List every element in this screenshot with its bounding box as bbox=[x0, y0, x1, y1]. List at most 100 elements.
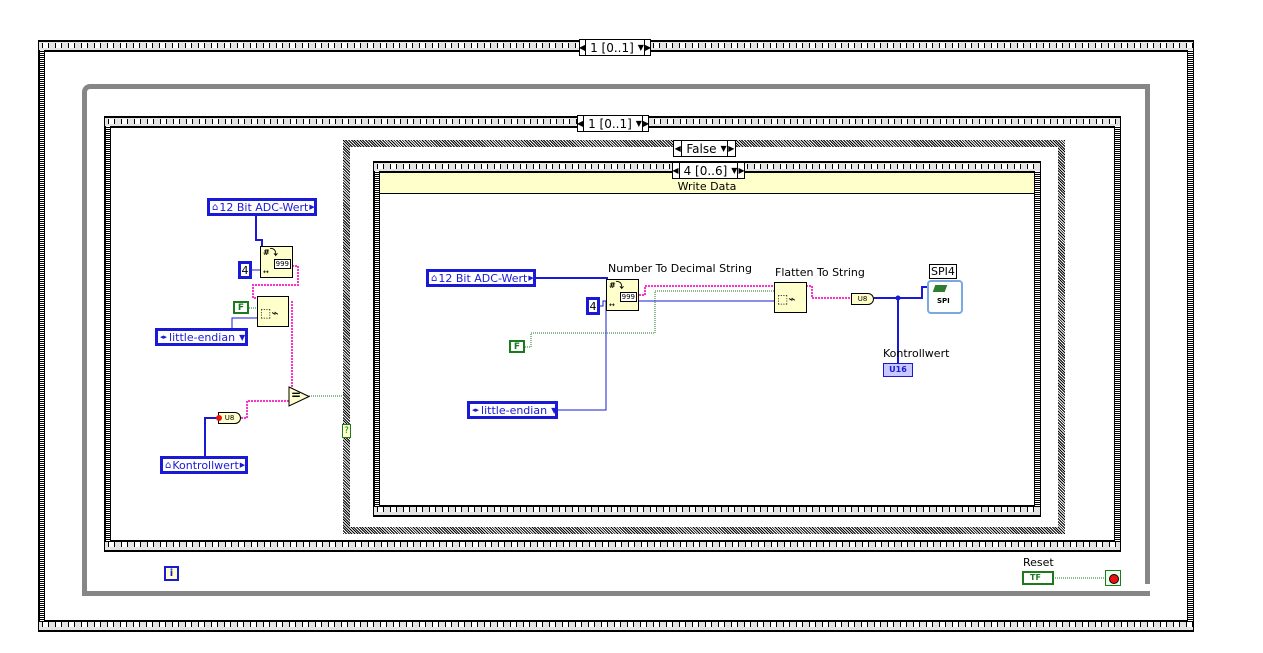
dropdown-arrow-icon[interactable]: ▼ bbox=[239, 332, 246, 342]
kontroll-local-label: Kontrollwert bbox=[172, 458, 239, 472]
outer-selector-label: 1 [0..1] bbox=[590, 40, 634, 55]
width-constant[interactable]: 4 bbox=[238, 261, 252, 279]
stacked-film-bottom bbox=[374, 505, 1040, 516]
endian-enum-constant-write[interactable]: ◂▸ little-endian ▼ bbox=[467, 401, 558, 419]
decrement-arrow-icon[interactable]: ◀ bbox=[577, 116, 585, 131]
wire-string bbox=[252, 265, 299, 299]
width-icon: ↔ bbox=[609, 301, 615, 309]
u8-label: U8 bbox=[857, 295, 868, 303]
wire-boolean bbox=[525, 290, 775, 348]
flatten-to-string-node[interactable]: ⬚⌁ bbox=[257, 296, 289, 327]
number-to-decimal-string-label: Number To Decimal String bbox=[608, 262, 752, 275]
increment-arrow-icon[interactable]: ▶ bbox=[643, 40, 651, 55]
boolean-constant-false-write[interactable]: F bbox=[509, 340, 525, 353]
stacked-selector-label: 4 [0..6] bbox=[683, 163, 728, 178]
stop-condition-terminal[interactable] bbox=[1105, 570, 1121, 586]
u16-label: U16 bbox=[889, 365, 907, 374]
tf-label: TF bbox=[1030, 573, 1041, 582]
width-constant-write[interactable]: 4 bbox=[586, 297, 600, 315]
wire-numeric bbox=[557, 300, 775, 411]
endian-enum-constant[interactable]: ◂▸ little-endian ▼ bbox=[155, 328, 248, 346]
decimal-glyph: 999 bbox=[273, 259, 291, 269]
endian-label: little-endian bbox=[169, 330, 236, 344]
boolean-constant-false[interactable]: F bbox=[233, 301, 249, 314]
right-arrow-icon: ▶ bbox=[309, 203, 315, 211]
outer-film-bottom bbox=[39, 620, 1193, 631]
equals-node[interactable]: = bbox=[288, 386, 311, 407]
u8-label: U8 bbox=[224, 414, 235, 422]
number-format-icon: #⤵ bbox=[263, 248, 278, 257]
decrement-arrow-icon[interactable]: ◀ bbox=[579, 40, 587, 55]
case-selector-label: False bbox=[686, 141, 717, 156]
iteration-terminal: i bbox=[164, 566, 179, 581]
adc-local-variable-write[interactable]: ⌂ 12 Bit ADC-Wert ▶ bbox=[426, 269, 536, 287]
equals-triangle-icon bbox=[288, 386, 311, 407]
spi-icon-text: SPI bbox=[937, 297, 950, 305]
house-icon: ⌂ bbox=[212, 201, 219, 213]
inner-sequence-selector[interactable]: ◀ 1 [0..1] ▼ ▶ bbox=[577, 115, 649, 132]
case-selector[interactable]: ◀ False ▼ ▶ bbox=[673, 140, 736, 157]
stop-icon bbox=[1109, 574, 1119, 584]
flatten-to-string-label: Flatten To String bbox=[775, 266, 865, 279]
flatten-icon: ⬚⌁ bbox=[260, 306, 279, 320]
wire-string bbox=[241, 400, 289, 419]
wire-numeric bbox=[231, 317, 258, 330]
adc-local-label: 12 Bit ADC-Wert bbox=[438, 271, 528, 285]
kontrollwert-indicator: U16 bbox=[883, 363, 913, 377]
enum-arrows-icon: ◂▸ bbox=[472, 406, 480, 414]
endian-label: little-endian bbox=[481, 403, 548, 417]
enum-arrows-icon: ◂▸ bbox=[160, 333, 168, 341]
kontrollwert-local-variable[interactable]: ⌂ Kontrollwert ▶ bbox=[160, 456, 248, 474]
coercion-dot bbox=[216, 415, 222, 421]
wire-numeric bbox=[874, 286, 929, 299]
iteration-symbol: i bbox=[169, 568, 174, 579]
stacked-sequence-selector[interactable]: ◀ 4 [0..6] ▼ ▶ bbox=[672, 162, 745, 179]
case-selector-terminal[interactable]: ? bbox=[342, 424, 351, 438]
inner-film-bottom bbox=[105, 540, 1120, 551]
inner-film-left bbox=[105, 126, 111, 542]
decrement-arrow-icon[interactable]: ◀ bbox=[672, 163, 680, 178]
decimal-glyph: 999 bbox=[619, 292, 637, 302]
right-arrow-icon: ▶ bbox=[528, 274, 534, 282]
width-icon: ↔ bbox=[263, 268, 269, 276]
increment-arrow-icon[interactable]: ▶ bbox=[726, 141, 735, 156]
house-icon: ⌂ bbox=[431, 272, 438, 284]
dropdown-arrow-icon[interactable]: ▼ bbox=[551, 405, 558, 415]
wire-string bbox=[639, 285, 775, 296]
to-u8-conversion-node-write[interactable]: U8 bbox=[851, 293, 874, 305]
spi-subvi-node[interactable]: SPI bbox=[927, 280, 963, 314]
kontrollwert-label: Kontrollwert bbox=[883, 347, 950, 360]
dropdown-arrow-icon[interactable]: ▼ bbox=[720, 144, 727, 153]
reset-boolean-terminal[interactable]: TF bbox=[1022, 571, 1054, 585]
dropdown-arrow-icon[interactable]: ▼ bbox=[635, 119, 642, 128]
while-loop bbox=[82, 84, 1150, 596]
outer-film-left bbox=[39, 50, 45, 622]
stacked-film-left bbox=[374, 171, 380, 507]
wire-junction bbox=[895, 295, 901, 301]
chip-icon bbox=[932, 285, 948, 292]
dropdown-arrow-icon[interactable]: ▼ bbox=[637, 43, 644, 52]
decrement-arrow-icon[interactable]: ◀ bbox=[674, 141, 683, 156]
increment-arrow-icon[interactable]: ▶ bbox=[641, 116, 649, 131]
number-to-decimal-string-node[interactable]: #⤵ 999 ↔ bbox=[260, 246, 293, 278]
dropdown-arrow-icon[interactable]: ▼ bbox=[731, 166, 738, 175]
increment-arrow-icon[interactable]: ▶ bbox=[737, 163, 745, 178]
spi-label: SPI4 bbox=[929, 264, 957, 279]
outer-sequence-selector[interactable]: ◀ 1 [0..1] ▼ ▶ bbox=[579, 39, 651, 56]
equals-symbol: = bbox=[291, 388, 302, 402]
while-loop-right-edge bbox=[1145, 84, 1150, 584]
stacked-sequence-frame bbox=[373, 161, 1041, 517]
reset-label: Reset bbox=[1023, 556, 1054, 569]
number-format-icon: #⤵ bbox=[609, 281, 624, 290]
number-to-decimal-string-node-write[interactable]: #⤵ 999 ↔ bbox=[606, 279, 639, 311]
house-icon: ⌂ bbox=[165, 459, 172, 471]
wire-numeric bbox=[534, 277, 608, 282]
inner-selector-label: 1 [0..1] bbox=[588, 116, 632, 131]
right-arrow-icon: ▶ bbox=[239, 461, 246, 469]
flatten-to-string-node-write[interactable]: ⬚⌁ bbox=[774, 282, 807, 313]
adc-local-variable[interactable]: ⌂ 12 Bit ADC-Wert ▶ bbox=[207, 198, 317, 216]
wire-numeric bbox=[255, 214, 263, 249]
wire-string bbox=[806, 285, 851, 299]
wire-numeric bbox=[204, 417, 220, 457]
